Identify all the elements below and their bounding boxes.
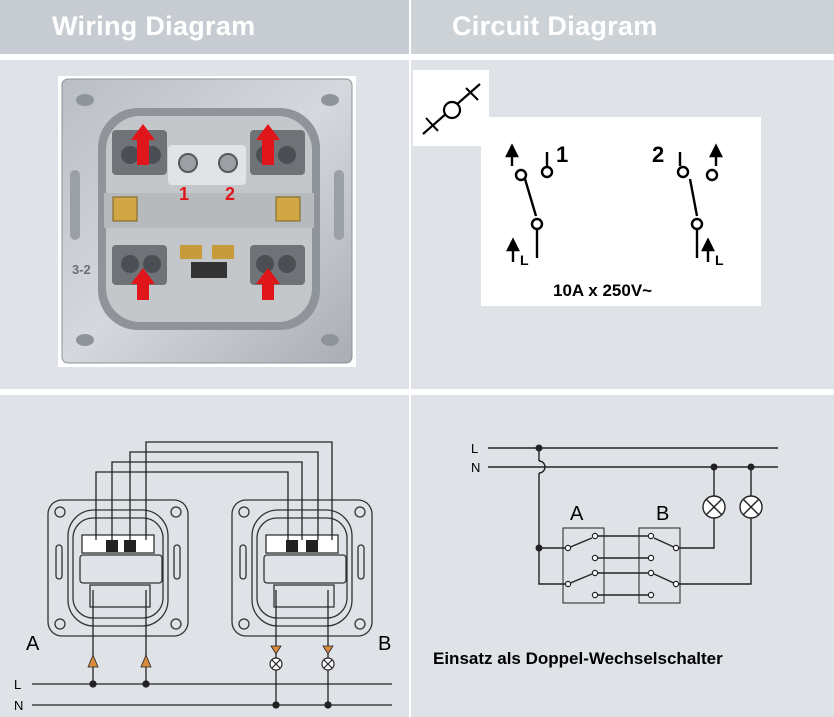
switch-insert-photo [58,76,356,367]
schematic-switch-1 [505,143,554,262]
wiring-plan-lamp-icons [269,657,335,671]
red-arrows [131,124,280,300]
switch-symbol-icon [413,70,489,146]
wiring-plan-markers [87,645,334,668]
photo-side-label: 3-2 [72,262,91,277]
circuit-plan [488,447,778,604]
circuit-plan-caption: Einsatz als Doppel-Wechselschalter [433,649,723,668]
circuit-plan-label-a: A [570,503,584,525]
wiring-plan-label-a: A [26,633,40,655]
schematic-card [481,117,761,306]
circuit-plan-label-l: L [471,441,478,456]
schematic-line-label-2: L [715,252,724,268]
wiring-plan-mains [32,680,392,709]
schematic-terminal-2: 2 [652,142,664,167]
wiring-plan-label-l: L [14,677,21,692]
schematic-line-label-1: L [520,252,529,268]
circuit-plan-contacts [564,532,680,599]
schematic-switch-2 [676,143,723,262]
circuit-plan-junctions [535,444,755,552]
header-band-circuit [411,0,834,54]
circuit-plan-lamp-icons [702,495,763,519]
photo-terminal-2-label: 2 [225,184,235,204]
wiring-plan-device-b [231,499,373,637]
wiring-diagram-heading: Wiring Diagram [52,11,256,41]
wiring-plan-travellers [92,441,333,705]
wiring-plan-label-n: N [14,698,23,713]
photo-terminal-1-label: 1 [179,184,189,204]
circuit-plan-label-b: B [656,503,669,525]
circuit-diagram-heading: Circuit Diagram [452,11,658,41]
wiring-plan-device-a [47,499,189,637]
schematic-rating: 10A x 250V~ [553,281,652,300]
wiring-plan-label-b: B [378,633,391,655]
schematic-terminal-1: 1 [556,142,568,167]
circuit-plan-label-n: N [471,460,480,475]
header-band-wiring [0,0,409,54]
